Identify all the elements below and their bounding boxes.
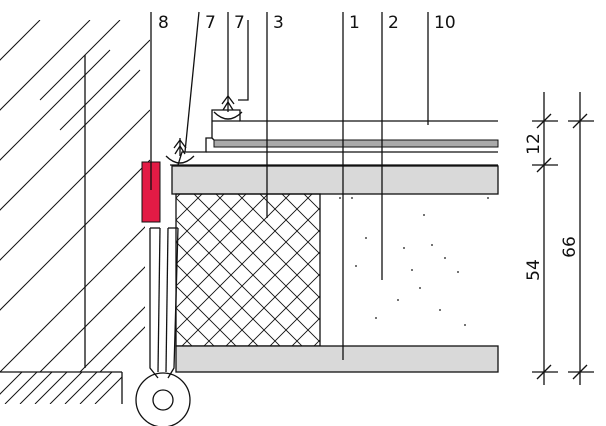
dimension-66: 66 (560, 236, 580, 258)
base-hatching (0, 372, 122, 404)
fixing-symbol-lower (165, 138, 195, 164)
label-7b: 7 (234, 13, 245, 33)
insulation (175, 193, 321, 347)
top-strip (213, 139, 499, 148)
lower-slab (175, 345, 499, 373)
leader-lines (150, 11, 429, 360)
dimension-12: 12 (524, 133, 544, 155)
wall-hatching (0, 20, 150, 372)
label-7a: 7 (205, 13, 216, 33)
tube-outer (135, 372, 191, 426)
cavity-dots (339, 197, 489, 326)
support-profile (135, 227, 191, 426)
dimension-54: 54 (524, 259, 544, 281)
tube-inner (152, 389, 174, 411)
label-2: 2 (388, 13, 399, 33)
label-8: 8 (158, 13, 169, 33)
dimension-lines (532, 92, 594, 385)
label-10: 10 (434, 13, 456, 33)
label-1: 1 (349, 13, 360, 33)
fixing-symbol-upper (213, 94, 243, 120)
label-3: 3 (273, 13, 284, 33)
floor-buildup (170, 20, 499, 166)
upper-slab (171, 165, 499, 195)
